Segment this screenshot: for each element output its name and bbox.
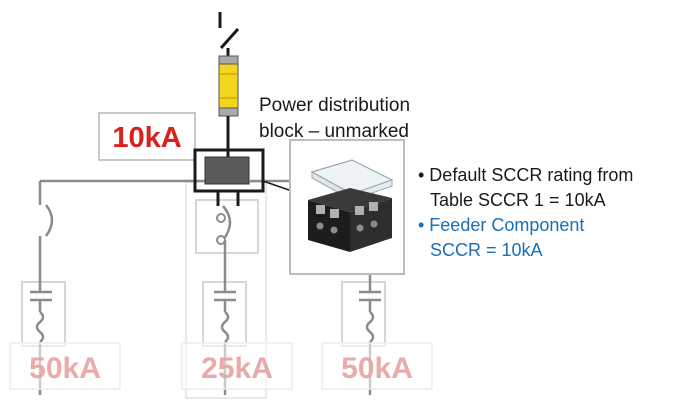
pdb-title-line2: block – unmarked — [259, 121, 409, 142]
pdb-title-line1: Power distribution — [259, 95, 410, 116]
branch-middle-circuit — [214, 205, 236, 395]
branch-middle-rating: 25kA — [201, 352, 273, 385]
distribution-block-photo — [289, 139, 405, 275]
branch-right-rating: 50kA — [341, 352, 413, 385]
branch-left-rating: 50kA — [29, 352, 101, 385]
main-disconnect-switch — [218, 12, 240, 62]
note-feeder-sccr-line2: SCCR = 10kA — [430, 240, 543, 260]
main-rating-label: 10kA — [112, 122, 181, 154]
main-fuse — [218, 55, 239, 117]
branch-rating-labels: 50kA 25kA 50kA — [9, 342, 433, 390]
note-feeder-sccr-line1: • Feeder Component — [418, 215, 584, 235]
power-distribution-block — [193, 148, 290, 206]
note-default-sccr-line2: Table SCCR 1 = 10kA — [430, 190, 606, 210]
main-rating-box: 10kA — [98, 112, 196, 161]
pdb-title: Power distribution block – unmarked — [259, 95, 410, 142]
sccr-notes: • Default SCCR rating from Table SCCR 1 … — [418, 165, 633, 260]
note-default-sccr-line1: • Default SCCR rating from — [418, 165, 633, 185]
